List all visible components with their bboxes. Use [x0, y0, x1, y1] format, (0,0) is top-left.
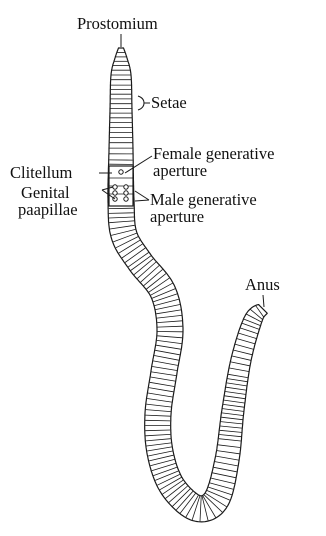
setae-leader	[138, 96, 150, 110]
male-aperture-leader-2	[135, 200, 149, 201]
worm-outline	[108, 48, 267, 522]
female-aperture-dot	[119, 170, 123, 174]
label-male-aperture: aperture	[150, 207, 204, 226]
label-prostomium: Prostomium	[77, 14, 158, 33]
label-papillae: paapillae	[18, 200, 78, 219]
label-female-aperture: aperture	[153, 161, 207, 180]
genital-papilla	[113, 185, 117, 189]
label-setae: Setae	[151, 93, 187, 112]
male-aperture-dot	[113, 191, 117, 195]
anus-leader	[263, 295, 264, 307]
label-clitellum: Clitellum	[10, 163, 73, 182]
label-anus: Anus	[245, 275, 280, 294]
genital-papilla	[124, 197, 128, 201]
earthworm-body	[108, 34, 267, 522]
male-aperture-leader-1	[135, 191, 149, 200]
male-aperture-dot	[124, 191, 128, 195]
genital-papilla	[124, 185, 128, 189]
